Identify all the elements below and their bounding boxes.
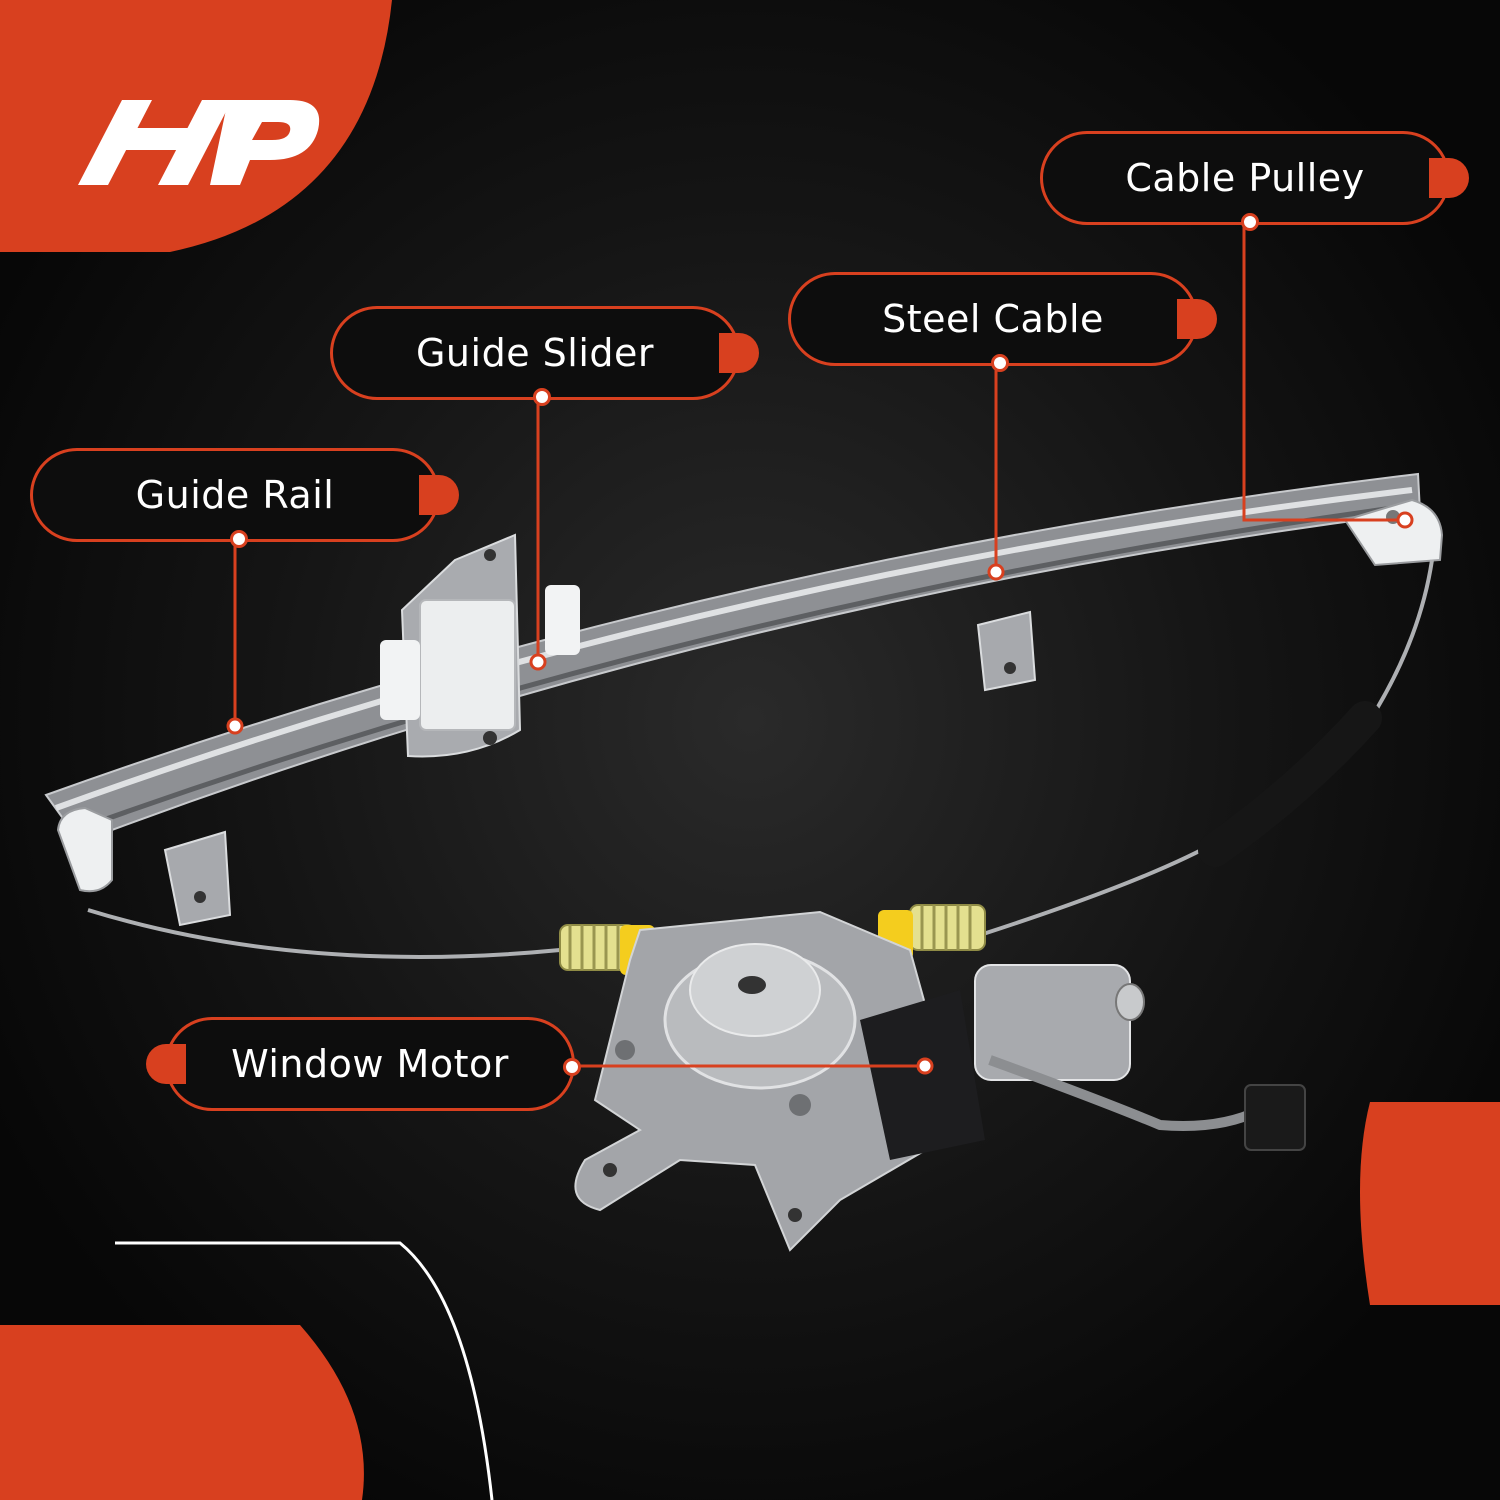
callout-anchor [230, 530, 248, 548]
callout-anchor [533, 388, 551, 406]
bottom-left-corner-shape [0, 1325, 364, 1500]
rail-bracket [163, 830, 232, 927]
guide-rail-callout: Guide Rail [30, 448, 459, 548]
upper-pulley [1343, 498, 1444, 567]
window-motor-callout: Window Motor [146, 1017, 581, 1111]
steel-cable-callout: Steel Cable [788, 272, 1217, 372]
guide-rail-label: Guide Rail [135, 473, 335, 517]
guide-slider-part [380, 533, 580, 758]
rail-bracket [976, 610, 1037, 692]
callout-anchor [563, 1058, 581, 1076]
callout-anchor [991, 354, 1009, 372]
right-tab-shape [1360, 1102, 1500, 1305]
cable-pulley-callout: Cable Pulley [1040, 131, 1469, 231]
steel-cable-label: Steel Cable [882, 297, 1104, 341]
steel-cable-wire [87, 908, 561, 959]
steel-cable-wire [1368, 559, 1434, 722]
lower-pulley [56, 806, 113, 893]
guide-slider-callout: Guide Slider [330, 306, 759, 406]
leader-endpoints [226, 511, 1414, 1075]
brand-logo-icon [78, 100, 320, 185]
callout-cap [1177, 299, 1217, 339]
callout-anchor [1241, 213, 1259, 231]
guide-slider-label: Guide Slider [415, 331, 655, 375]
callout-cap [719, 333, 759, 373]
leader-lines [233, 226, 1405, 1068]
cable-sleeve [1198, 701, 1382, 867]
callout-cap [419, 475, 459, 515]
callout-cap [1429, 158, 1469, 198]
callout-cap [146, 1044, 186, 1084]
cable-pulley-label: Cable Pulley [1125, 156, 1365, 200]
window-motor-assembly [574, 910, 1306, 1252]
bottom-left-outline [115, 1241, 494, 1500]
steel-cable-wire [979, 838, 1221, 937]
window-motor-label: Window Motor [231, 1042, 509, 1086]
